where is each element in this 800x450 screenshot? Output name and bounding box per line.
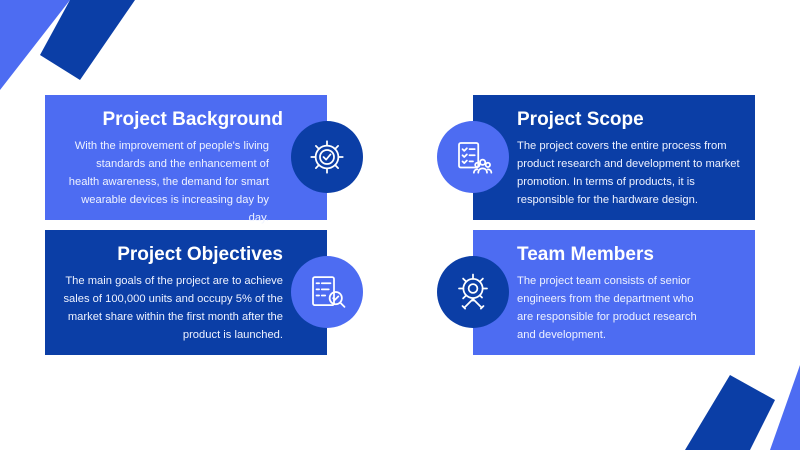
checklist-team-icon (437, 121, 509, 193)
project-objectives-title: Project Objectives (117, 244, 283, 265)
project-objectives-text: The main goals of the project are to ach… (63, 275, 283, 341)
gear-tools-icon (437, 256, 509, 328)
project-scope-card: Project Scope The project covers the ent… (473, 95, 755, 220)
bottom-right-decoration (685, 365, 800, 450)
top-left-decoration (0, 0, 135, 90)
team-members-card: Team Members The project team consists o… (473, 230, 755, 355)
project-background-card: Project Background With the improvement … (45, 95, 327, 224)
project-scope-title: Project Scope (517, 109, 644, 130)
gear-check-icon (291, 121, 363, 193)
project-objectives-card: Project Objectives The main goals of the… (45, 230, 327, 355)
project-background-title: Project Background (102, 109, 283, 130)
team-members-title: Team Members (517, 244, 654, 265)
team-members-text: The project team consists of senior engi… (517, 275, 697, 341)
checklist-magnifier-icon (291, 256, 363, 328)
project-background-text: With the improvement of people's living … (68, 140, 269, 224)
project-scope-text: The project covers the entire process fr… (517, 140, 740, 206)
